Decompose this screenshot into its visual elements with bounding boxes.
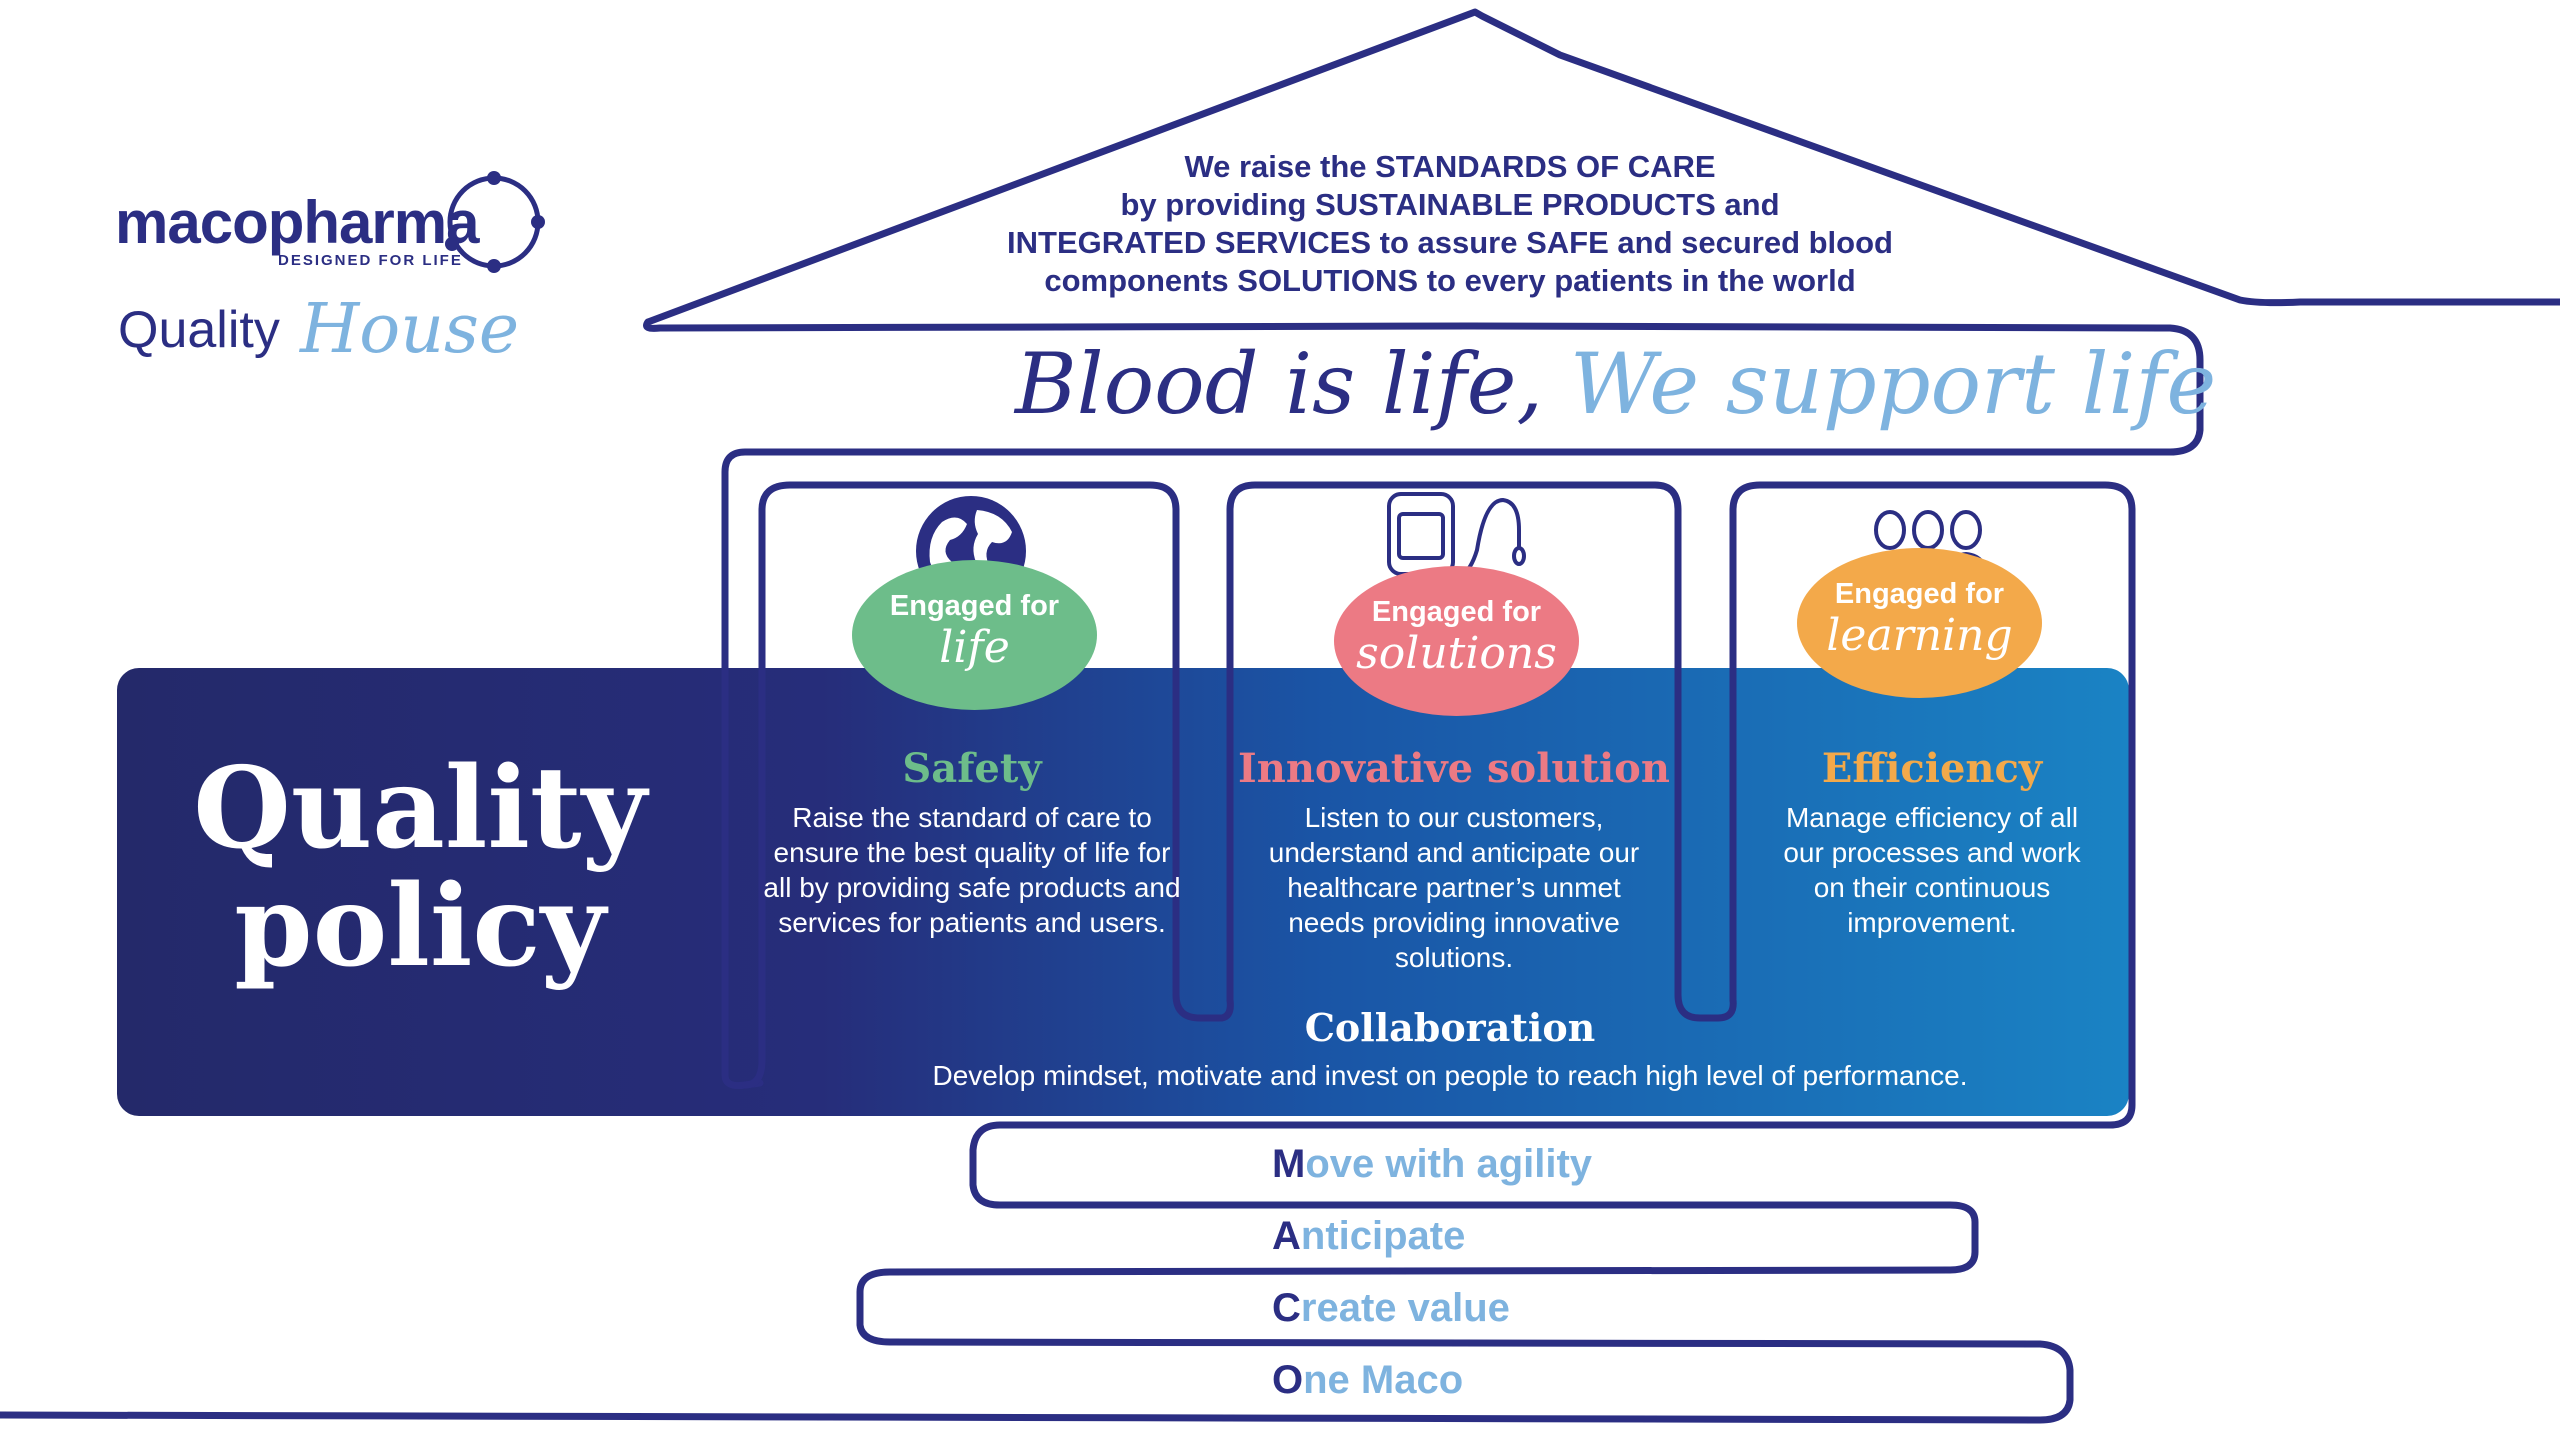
step-create-value: Create value bbox=[1272, 1286, 1510, 1331]
efficiency-description: Manage efficiency of all our processes a… bbox=[1783, 802, 2081, 938]
collaboration-title: Collaboration bbox=[1304, 1005, 1596, 1050]
mission-line-1: We raise the STANDARDS OF CARE bbox=[1184, 149, 1716, 184]
engaged-word: solutions bbox=[1356, 628, 1557, 679]
brand-tagline: DESIGNED FOR LIFE bbox=[278, 252, 463, 269]
step-anticipate: Anticipate bbox=[1272, 1214, 1465, 1259]
mission-line-2: by providing SUSTAINABLE PRODUCTS and bbox=[1120, 187, 1780, 222]
step-one-maco: One Maco bbox=[1272, 1358, 1463, 1403]
mission-statement: We raise the STANDARDS OF CARE by provid… bbox=[900, 148, 2000, 300]
mission-line-3: INTEGRATED SERVICES to assure SAFE and s… bbox=[1007, 225, 1893, 260]
roof-base bbox=[643, 318, 1474, 332]
quality-policy-title: Quality policy bbox=[160, 750, 680, 986]
step-text: nticipate bbox=[1300, 1214, 1466, 1258]
engaged-word: life bbox=[939, 622, 1010, 673]
policy-line-2: policy bbox=[234, 861, 606, 992]
brand-logo: macopharma bbox=[115, 189, 479, 256]
step-move-with-agility: Move with agility bbox=[1272, 1142, 1592, 1187]
safety-title: Safety bbox=[902, 745, 1042, 792]
innovative-solution-description: Listen to our customers, understand and … bbox=[1268, 802, 1640, 973]
step-text: ove with agility bbox=[1305, 1142, 1593, 1186]
step-initial: A bbox=[1272, 1214, 1301, 1258]
step-initial: O bbox=[1272, 1358, 1304, 1402]
engaged-label: Engaged for bbox=[889, 590, 1060, 622]
step-text: reate value bbox=[1300, 1286, 1510, 1330]
engaged-label: Engaged for bbox=[1834, 578, 2005, 610]
step-initial: C bbox=[1272, 1286, 1301, 1330]
slogan: Blood is life, We support life bbox=[1015, 335, 2216, 433]
engaged-for-solutions-badge: Engaged for solutions bbox=[1334, 566, 1579, 716]
logo-ring-icon bbox=[445, 171, 545, 273]
innovative-solution-title: Innovative solution bbox=[1238, 745, 1670, 792]
collaboration-description: Develop mindset, motivate and invest on … bbox=[932, 1060, 1968, 1091]
slogan-part-2: We support life bbox=[1543, 335, 2217, 433]
engaged-for-learning-badge: Engaged for learning bbox=[1797, 548, 2042, 698]
safety-description: Raise the standard of care to ensure the… bbox=[763, 802, 1181, 938]
house-script-label: House bbox=[300, 290, 520, 369]
engaged-label: Engaged for bbox=[1371, 596, 1542, 628]
quality-house-label: Quality bbox=[118, 301, 280, 359]
engaged-word: learning bbox=[1826, 610, 2013, 661]
engaged-for-life-badge: Engaged for life bbox=[852, 560, 1097, 710]
policy-line-1: Quality bbox=[193, 743, 647, 874]
slogan-part-1: Blood is life, bbox=[1015, 335, 1544, 433]
efficiency-title: Efficiency bbox=[1821, 745, 2043, 792]
step-text: ne Maco bbox=[1303, 1358, 1464, 1402]
step-initial: M bbox=[1272, 1142, 1306, 1186]
mission-line-4: components SOLUTIONS to every patients i… bbox=[1044, 263, 1856, 298]
